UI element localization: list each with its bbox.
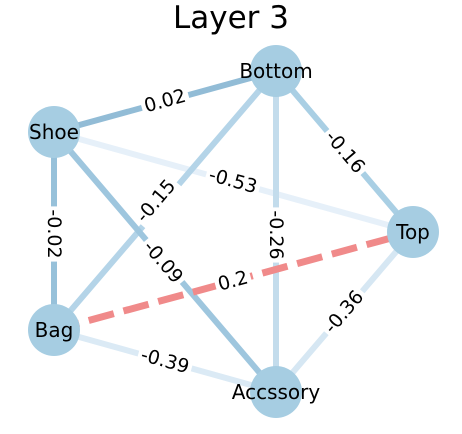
node-circle-shoe xyxy=(28,106,80,158)
node-label-accessory: Accssory xyxy=(232,380,321,404)
node-circle-bag xyxy=(28,304,80,356)
edge-label-bottom-accessory: -0.26 xyxy=(265,210,287,259)
edge-label-bag-top: 0.2 xyxy=(216,266,251,295)
node-bag: Bag xyxy=(28,304,80,356)
node-label-top: Top xyxy=(395,220,430,244)
edge-label-bg-bag-accessory xyxy=(135,342,195,380)
edge-label-bg-shoe-top xyxy=(203,162,263,200)
edge-label-bg-shoe-bottom xyxy=(138,83,192,119)
edge-label-bg-bottom-bag xyxy=(128,172,184,230)
edge-label-bg-bag-top xyxy=(212,264,254,298)
edges-layer xyxy=(51,68,416,395)
node-top: Top xyxy=(387,206,439,258)
edge-label-bg-bottom-top xyxy=(317,123,373,181)
graph-title: Layer 3 xyxy=(173,0,289,36)
node-bottom: Bottom xyxy=(239,45,313,97)
edge-label-bg-bottom-accessory xyxy=(264,207,288,263)
node-circle-bottom xyxy=(250,45,302,97)
edge-label-bg-shoe-bag xyxy=(42,206,66,262)
edge-label-shoe-bottom: 0.02 xyxy=(142,85,189,117)
edge-label-bg-top-accessory xyxy=(316,283,372,341)
edge-label-bg-shoe-accessory xyxy=(135,233,191,291)
node-label-bottom: Bottom xyxy=(239,59,312,83)
node-label-shoe: Shoe xyxy=(29,120,79,144)
node-shoe: Shoe xyxy=(28,106,80,158)
node-circle-top xyxy=(387,206,439,258)
node-accessory: Accssory xyxy=(232,366,321,418)
node-circle-accessory xyxy=(250,366,302,418)
node-label-bag: Bag xyxy=(35,318,74,342)
edge-label-shoe-bag: -0.02 xyxy=(43,209,65,258)
